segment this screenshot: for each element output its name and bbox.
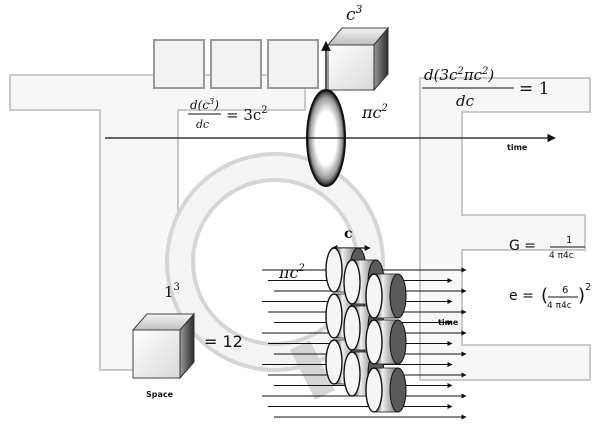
svg-text:1: 1	[566, 235, 572, 246]
time-label-bottom: time	[438, 318, 459, 327]
cylinder-face	[325, 339, 343, 385]
pi-c2-top: πc2	[361, 103, 388, 122]
cylinder-face	[365, 273, 383, 319]
svg-text:= 3c2: = 3c2	[226, 105, 268, 124]
cylinder-back	[389, 367, 407, 413]
svg-text:d(c3): d(c3)	[190, 97, 219, 112]
space-label: Space	[146, 390, 174, 399]
svg-text:): )	[578, 285, 585, 306]
e-formula: e = ( 6 4 π4c ) 2	[509, 282, 591, 311]
svg-text:G =: G =	[509, 238, 536, 254]
svg-text:dc: dc	[456, 92, 475, 110]
cylinder-stack	[262, 247, 467, 420]
square-2	[210, 39, 262, 89]
svg-text:e =: e =	[509, 288, 534, 304]
emboss-letter-e	[419, 77, 591, 381]
cylinder-face	[365, 367, 383, 413]
svg-text:6: 6	[562, 285, 568, 296]
time-label-top: time	[507, 143, 528, 152]
svg-text:(: (	[541, 285, 548, 306]
square-1	[153, 39, 205, 89]
g-formula: G = 1 4 π4c	[509, 235, 585, 261]
derivative-left: d(c3) dc = 3c2	[188, 97, 268, 131]
svg-text:dc: dc	[196, 118, 209, 131]
equals-12: = 12	[204, 332, 243, 351]
svg-text:= 1: = 1	[519, 79, 549, 99]
square-row	[153, 39, 319, 89]
space-cube	[131, 312, 196, 380]
svg-text:d(3c2πc2): d(3c2πc2)	[424, 66, 494, 84]
cylinder-face	[343, 259, 361, 305]
cylinder-back	[389, 273, 407, 319]
svg-text:4 π4c: 4 π4c	[547, 301, 572, 311]
cylinder-face	[343, 305, 361, 351]
square-3	[267, 39, 319, 89]
cylinder-back	[389, 319, 407, 365]
cube-top	[326, 26, 390, 92]
svg-text:4 π4c: 4 π4c	[549, 251, 574, 261]
cylinder-face	[325, 293, 343, 339]
cylinder-face	[343, 351, 361, 397]
svg-text:2: 2	[585, 282, 591, 293]
c-cubed-label: c3	[346, 3, 363, 25]
cylinder-face	[325, 247, 343, 293]
embossed-background	[9, 74, 591, 400]
one-cubed-label: 13	[164, 282, 180, 301]
pi-c2-bottom: πc2	[278, 263, 305, 282]
svg-text:c: c	[344, 226, 353, 242]
cylinder-face	[365, 319, 383, 365]
derivative-right: d(3c2πc2) dc = 1	[422, 66, 549, 110]
